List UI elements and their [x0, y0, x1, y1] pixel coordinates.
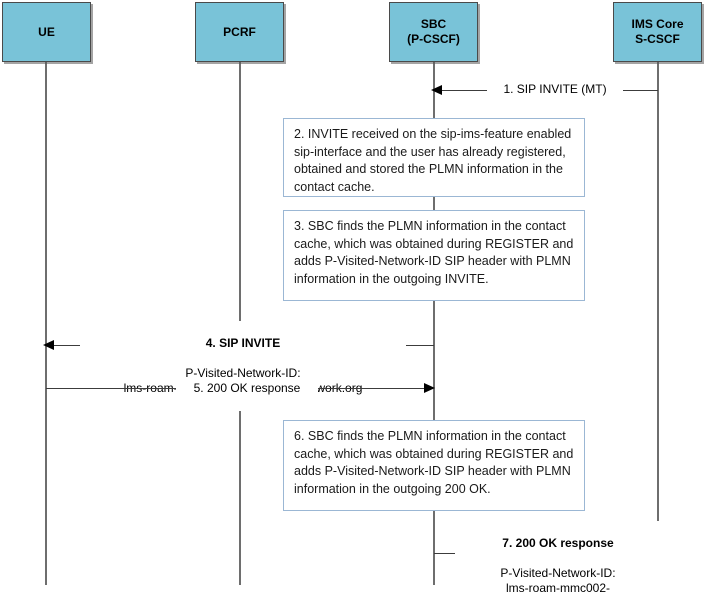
lifeline-ue	[45, 62, 47, 585]
lifeline-sbc	[433, 62, 435, 585]
message-label-7-detail: P-Visited-Network-ID: lms-roam-mmc002- m…	[500, 566, 616, 593]
message-label-4-primary: 4. SIP INVITE	[205, 336, 281, 350]
actor-label-ue-line1: UE	[38, 24, 55, 39]
note-box-2: 2. INVITE received on the sip-ims-featur…	[283, 118, 585, 197]
message-arrowhead-1	[431, 85, 442, 95]
note-box-3: 3. SBC finds the PLMN information in the…	[283, 210, 585, 301]
message-label-4: 4. SIP INVITE P-Visited-Network-ID: lms-…	[80, 321, 406, 411]
message-arrowhead-5	[424, 383, 435, 393]
lifeline-ims	[657, 62, 659, 585]
message-label-5: 5. 200 OK response	[176, 381, 318, 396]
message-label-7: 7. 200 OK response P-Visited-Network-ID:…	[455, 521, 661, 593]
actor-label-sbc-line1: SBC	[420, 17, 447, 31]
actor-box-ims[interactable]: IMS Core S-CSCF	[613, 2, 702, 62]
actor-box-pcrf[interactable]: PCRF	[195, 2, 284, 62]
message-arrowhead-4	[43, 340, 54, 350]
message-label-1: 1. SIP INVITE (MT)	[487, 82, 623, 97]
actor-box-sbc[interactable]: SBC (P-CSCF)	[389, 2, 478, 62]
actor-box-ue[interactable]: UE	[2, 2, 91, 62]
actor-label-ims-line1: IMS Core	[631, 17, 684, 31]
actor-label-ims-line2: S-CSCF	[635, 32, 680, 46]
actor-label-sbc-line2: (P-CSCF)	[407, 32, 460, 46]
message-label-7-primary: 7. 200 OK response	[502, 536, 614, 550]
actor-label-pcrf-line1: PCRF	[223, 24, 256, 39]
note-box-6: 6. SBC finds the PLMN information in the…	[283, 420, 585, 511]
